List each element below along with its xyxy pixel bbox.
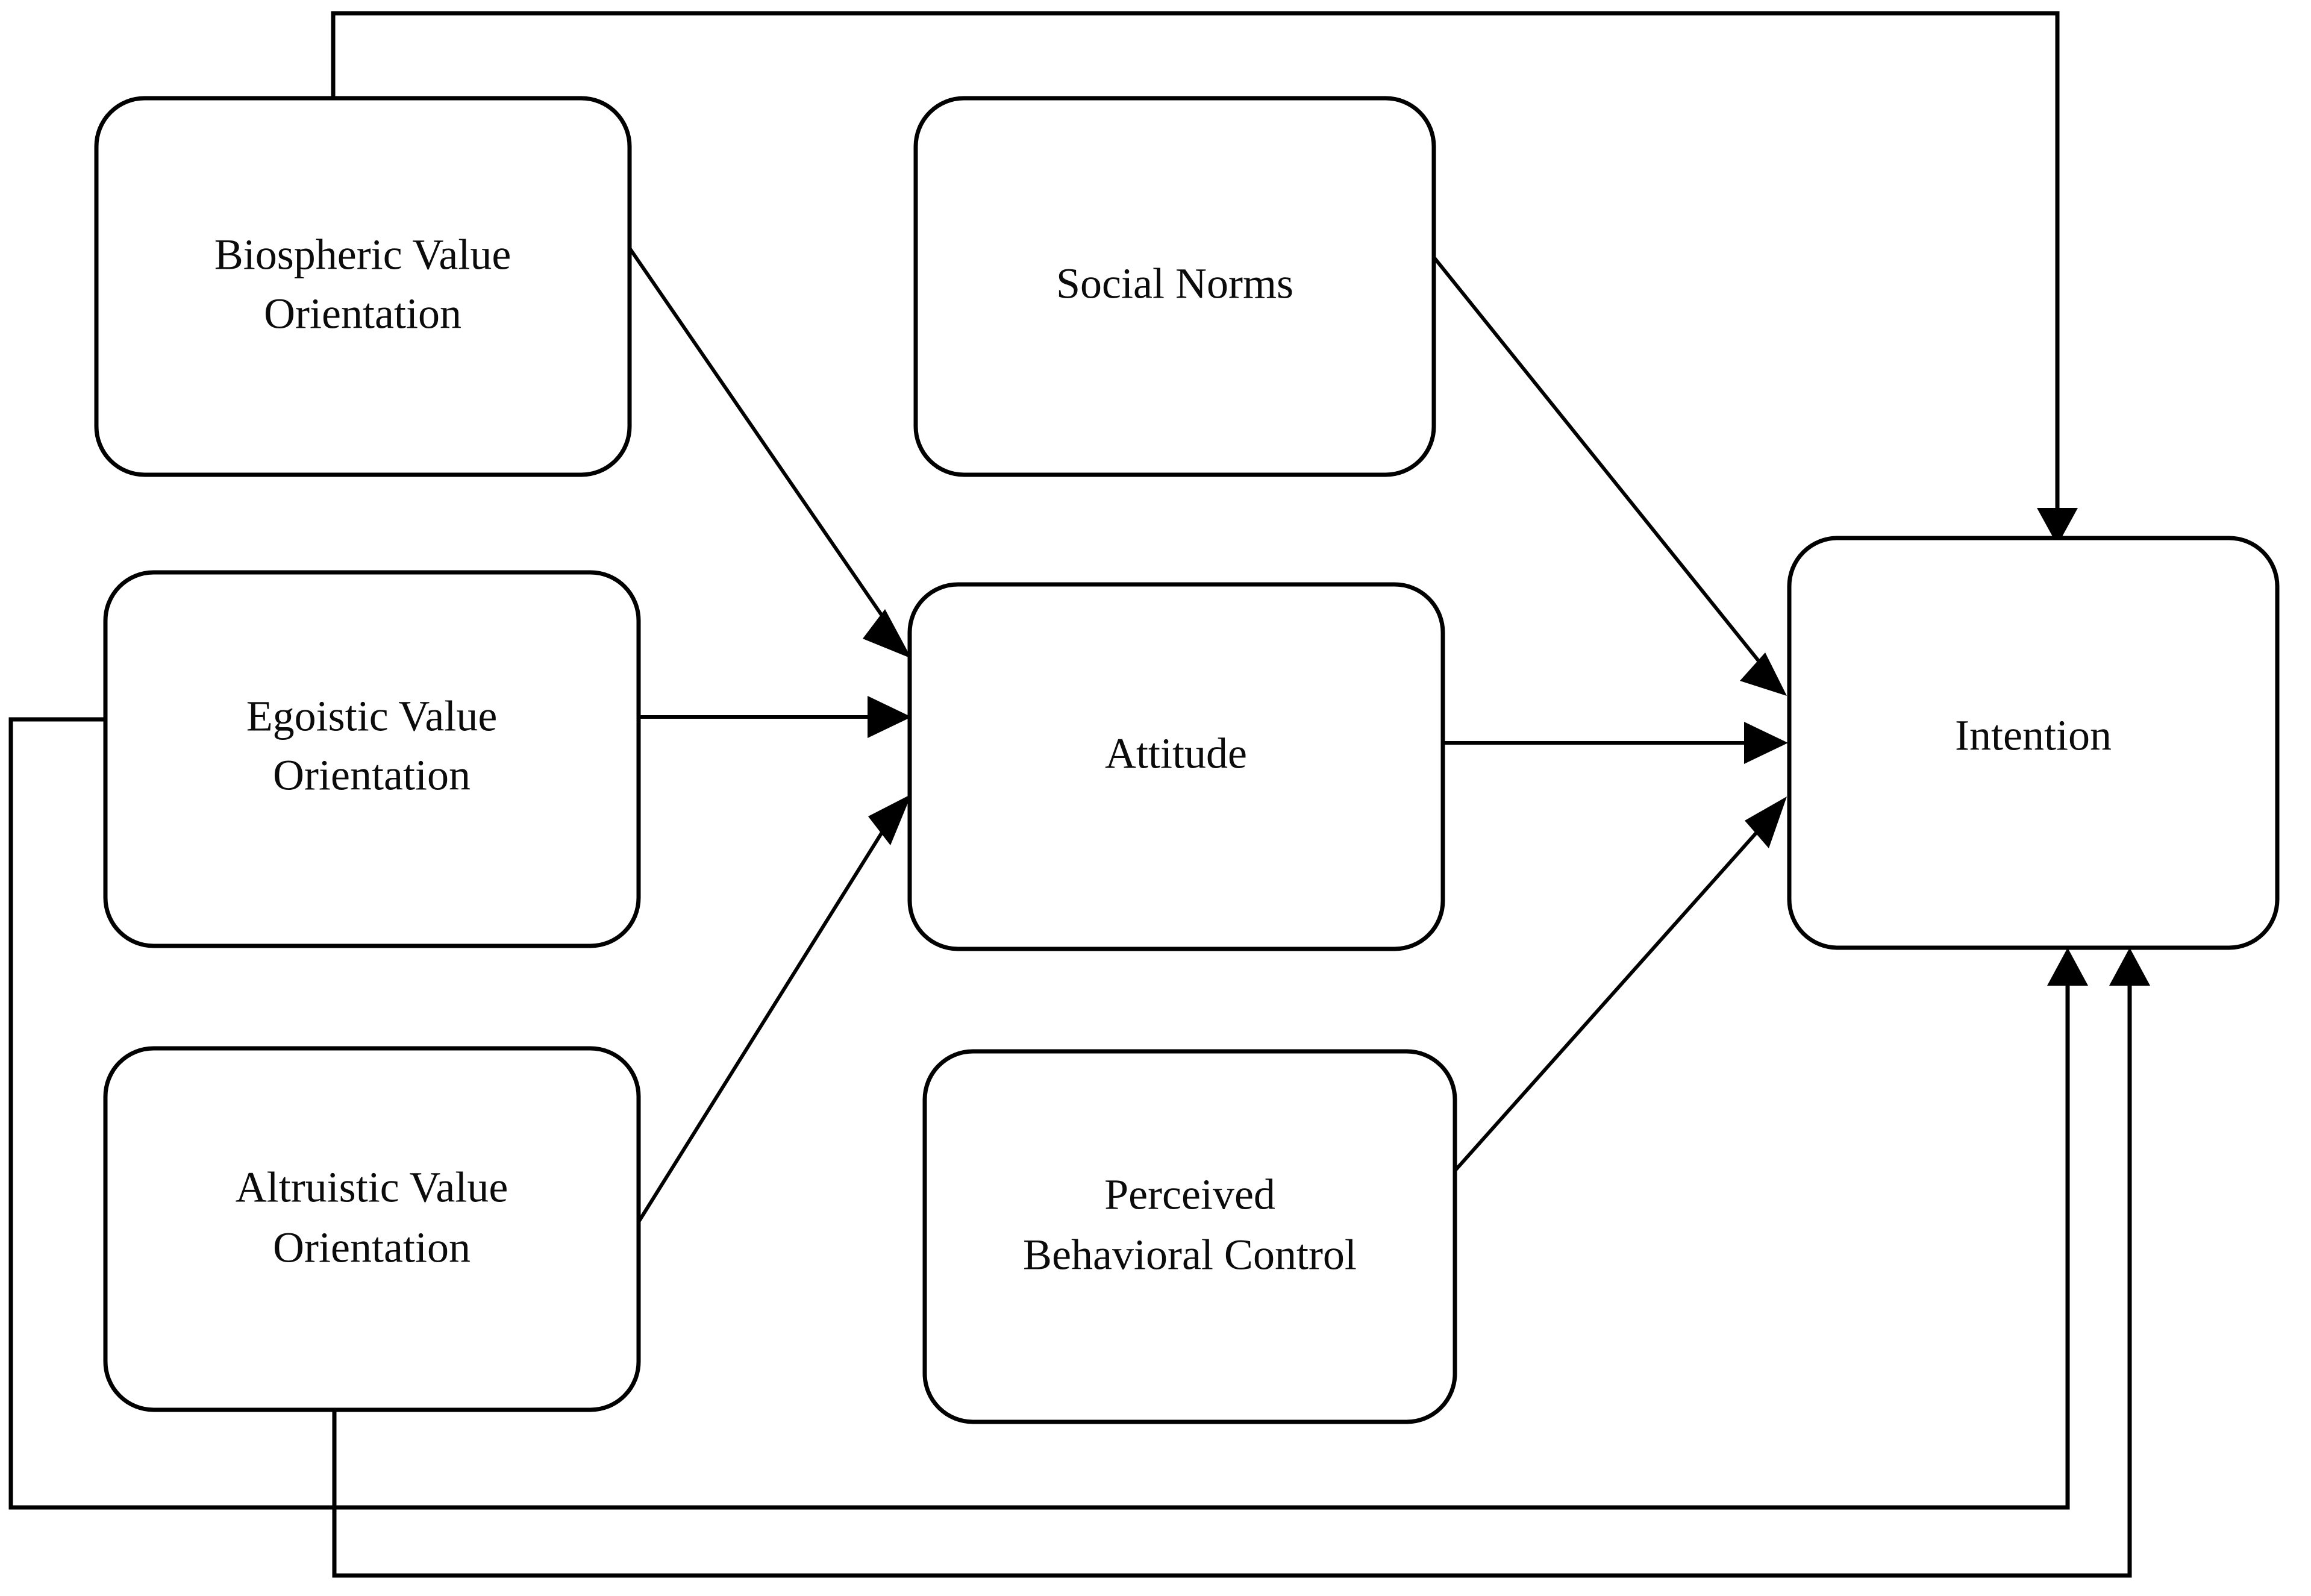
edge-line xyxy=(637,825,887,1223)
node-label-line1: Perceived xyxy=(1104,1171,1275,1219)
edge-line xyxy=(332,963,2132,1578)
edge-altruistic-to-attitude xyxy=(637,794,912,1223)
node-label-line1: Intention xyxy=(1955,712,2112,760)
node-box[interactable] xyxy=(922,1049,1457,1424)
edge-line xyxy=(1454,823,1766,1171)
node-intention[interactable]: Intention xyxy=(1787,536,2280,950)
node-box[interactable] xyxy=(103,570,641,948)
node-attitude[interactable]: Attitude xyxy=(907,582,1445,951)
node-social-norms[interactable]: Social Norms xyxy=(913,96,1436,477)
edge-altruistic-to-intention xyxy=(332,948,2150,1578)
arrowhead-up-right-icon xyxy=(868,794,912,845)
node-perceived-behavioral-control[interactable]: Perceived Behavioral Control xyxy=(922,1049,1457,1424)
node-box[interactable] xyxy=(1787,536,2280,950)
node-box[interactable] xyxy=(907,582,1445,951)
edge-biospheric-to-intention xyxy=(331,11,2078,545)
edge-attitude-to-intention xyxy=(1445,722,1788,764)
edge-line xyxy=(331,11,2060,530)
arrowhead-right-icon xyxy=(868,696,912,738)
edge-line xyxy=(8,717,2070,1510)
node-biospheric-value-orientation[interactable]: Biospheric Value Orientation xyxy=(94,96,632,477)
arrowhead-right-icon xyxy=(1744,722,1788,764)
node-label-line1: Social Norms xyxy=(1056,260,1293,308)
arrowhead-up-icon xyxy=(2109,948,2150,986)
node-label-line1: Egoistic Value xyxy=(246,692,498,740)
edge-egoistic-to-attitude xyxy=(640,696,912,738)
edge-social-norms-to-intention xyxy=(1425,247,1787,696)
arrowhead-down-icon xyxy=(2037,508,2078,545)
node-label-line1: Altruistic Value xyxy=(236,1163,508,1212)
node-box[interactable] xyxy=(94,96,632,477)
arrowhead-down-right-icon xyxy=(863,609,912,659)
edge-biospheric-to-attitude xyxy=(619,234,912,659)
node-label-line2: Behavioral Control xyxy=(1023,1231,1357,1279)
edge-egoistic-to-intention xyxy=(8,717,2088,1510)
edge-line xyxy=(1425,247,1766,669)
edge-line xyxy=(619,234,895,633)
arrowhead-up-icon xyxy=(2047,948,2088,986)
node-label-line2: Orientation xyxy=(273,1224,471,1272)
edge-pbc-to-intention xyxy=(1454,796,1787,1171)
arrowhead-up-right-icon xyxy=(1745,796,1787,848)
node-label-line1: Attitude xyxy=(1105,730,1247,778)
node-box[interactable] xyxy=(913,96,1436,477)
node-egoistic-value-orientation[interactable]: Egoistic Value Orientation xyxy=(103,570,641,948)
node-box[interactable] xyxy=(103,1046,641,1412)
node-label-line1: Biospheric Value xyxy=(214,231,511,279)
arrowhead-down-right-icon xyxy=(1740,652,1787,696)
node-label-line2: Orientation xyxy=(273,751,471,800)
node-altruistic-value-orientation[interactable]: Altruistic Value Orientation xyxy=(103,1046,641,1412)
node-label-line2: Orientation xyxy=(264,290,461,338)
